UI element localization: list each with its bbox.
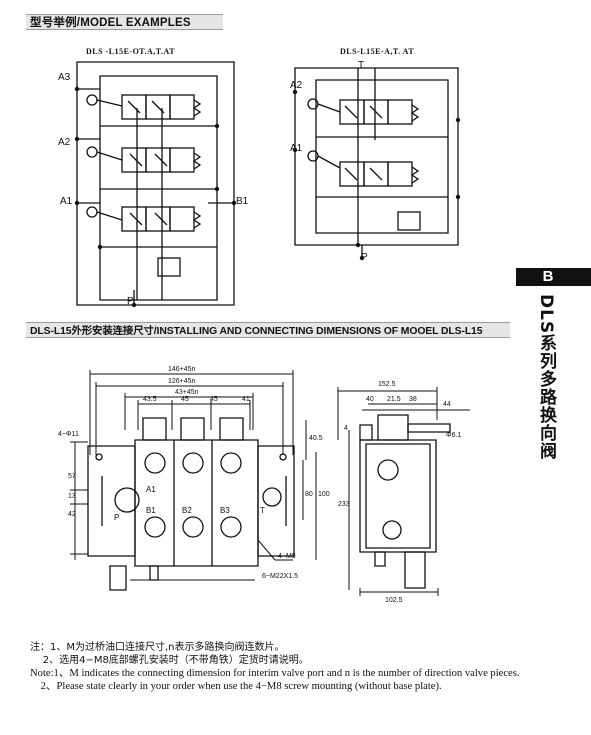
right-valve-1: [307, 150, 420, 187]
dim-41: 41: [242, 396, 250, 403]
right-port-p: P: [361, 252, 368, 263]
side-view-body: [359, 414, 451, 589]
right-valve-2: [307, 98, 420, 125]
dim-45-a: 45: [181, 396, 189, 403]
dim-21-5: 21.5: [387, 396, 401, 403]
dim-m8: 4−M8: [278, 553, 296, 560]
dim-hole-phi11: 4−Φ11: [58, 431, 79, 438]
left-valve-1: [86, 206, 202, 232]
dimension-drawings: 146+45n 126+45n 43+45n 43.5 45 45 41 4−Φ…: [58, 366, 470, 604]
note-cn-1: 注：1、M为过桥油口连接尺寸,n表示多路换向阀连数片。: [30, 642, 285, 653]
dim-phi6-1: Φ6.1: [446, 432, 461, 439]
left-valve-3: [86, 94, 202, 120]
left-port-a3: A3: [58, 72, 71, 83]
dim-126-45n: 126+45n: [168, 378, 196, 385]
notes-block: 注：1、M为过桥油口连接尺寸,n表示多路换向阀连数片。 2、选用4−M8底部螺孔…: [30, 641, 550, 693]
dim-45-b: 45: [210, 396, 218, 403]
left-port-b1: B1: [236, 196, 249, 207]
dim-38: 38: [409, 396, 417, 403]
dim-152-5: 152.5: [378, 381, 396, 388]
section-bar-install-dims: [26, 322, 510, 338]
hydraulic-schematics: [74, 61, 461, 308]
side-tab-bar: [516, 268, 591, 286]
dim-13: 13: [68, 493, 76, 500]
left-model-label: DLS -L15E-OT.A,T.AT: [86, 47, 176, 56]
right-port-a2: A2: [290, 80, 303, 91]
dim-40: 40: [366, 396, 374, 403]
note-en-2: 2、Please state clearly in your order whe…: [30, 681, 442, 692]
dim-40-5: 40.5: [309, 435, 323, 442]
side-tab-letter: B: [542, 268, 554, 285]
dim-100: 100: [318, 491, 330, 498]
front-port-b1: B1: [146, 506, 156, 515]
dim-44: 44: [443, 401, 451, 408]
front-port-a1: A1: [146, 485, 156, 494]
section-title-model-examples: 型号举例/MODEL EXAMPLES: [30, 17, 191, 29]
front-port-t: T: [260, 506, 265, 515]
left-port-a1: A1: [60, 196, 73, 207]
dim-80: 80: [305, 491, 313, 498]
left-relief-valve: [157, 257, 181, 277]
dim-146-45n: 146+45n: [168, 366, 196, 373]
dim-233: 233: [338, 501, 350, 508]
dim-57: 57: [68, 473, 76, 480]
right-port-t: T: [358, 60, 365, 71]
dim-m22: 6−M22X1.5: [262, 573, 298, 580]
note-cn-2: 2、选用4−M8底部螺孔安装时（不带角铁）定货时请说明。: [30, 655, 309, 666]
section-bar-model-examples: [26, 14, 223, 30]
right-relief-valve: [397, 211, 421, 231]
dim-43-45n: 43+45n: [175, 389, 199, 396]
dim-102-5: 102.5: [385, 597, 403, 604]
left-port-p: P: [127, 296, 134, 307]
left-port-a2: A2: [58, 137, 71, 148]
dim-4: 4: [344, 425, 348, 432]
right-model-label: DLS-L15E-A,T. AT: [340, 47, 415, 56]
section-title-install-dims: DLS-L15外形安装连接尺寸/INSTALLING AND CONNECTIN…: [30, 326, 483, 337]
right-port-a1: A1: [290, 143, 303, 154]
dim-43-5: 43.5: [143, 396, 157, 403]
side-tab-title: DLS系列多路换向阀: [536, 294, 556, 461]
front-port-b2: B2: [182, 506, 192, 515]
left-valve-2: [86, 146, 202, 173]
dim-42: 42: [68, 511, 76, 518]
front-view-body: [87, 417, 295, 591]
front-port-b3: B3: [220, 506, 230, 515]
front-port-p: P: [114, 513, 119, 522]
note-en-1: Note:1、M indicates the connecting dimens…: [30, 668, 520, 679]
